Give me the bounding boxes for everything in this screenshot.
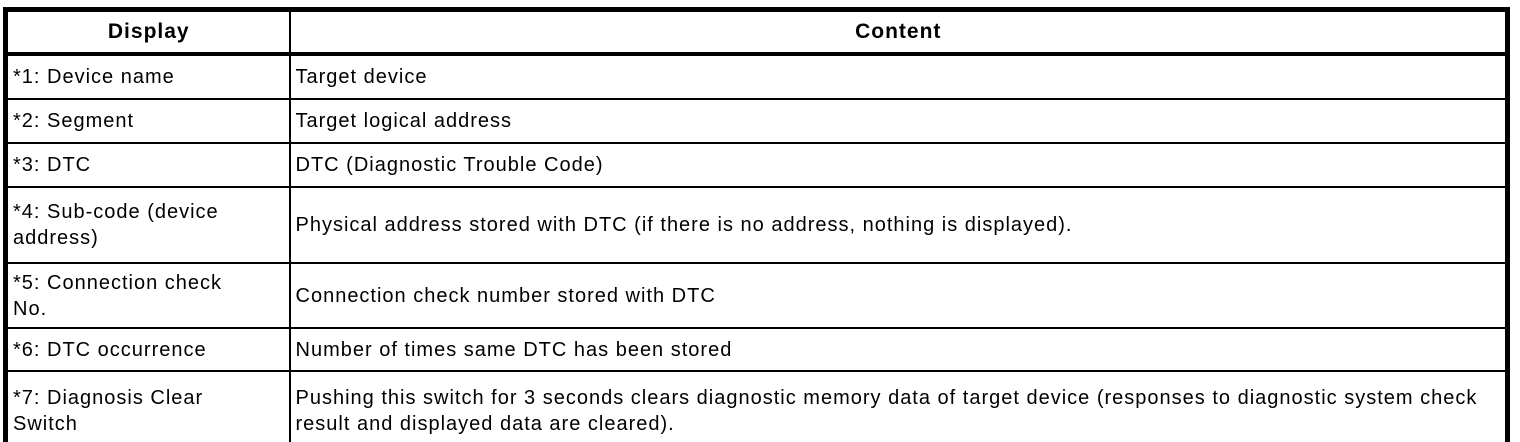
content-value: Connection check number stored with DTC (295, 284, 716, 307)
table-row: *6: DTC occurrence Number of times same … (4, 327, 1509, 372)
display-cell: *4: Sub-code (device address) (4, 186, 291, 264)
content-cell: Number of times same DTC has been stored (288, 327, 1509, 372)
display-cell: *5: Connection check No. (4, 262, 291, 329)
content-cell: DTC (Diagnostic Trouble Code) (288, 142, 1509, 188)
display-label: *4: Sub-code (device address) (13, 201, 219, 249)
table-row: *4: Sub-code (device address) Physical a… (4, 186, 1509, 264)
display-cell: *1: Device name (4, 53, 291, 100)
content-value: Target logical address (295, 110, 513, 132)
display-cell: *3: DTC (4, 142, 291, 188)
display-label: *7: Diagnosis Clear Switch (13, 387, 204, 435)
column-header-content: Content (288, 8, 1509, 56)
display-label: *2: Segment (13, 110, 135, 132)
table-row: *2: Segment Target logical address (4, 98, 1509, 144)
display-label: *1: Device name (13, 66, 175, 88)
column-header-display: Display (4, 8, 291, 56)
display-label: *5: Connection check No. (13, 271, 223, 320)
table-row: *5: Connection check No. Connection chec… (4, 262, 1509, 329)
content-value: Physical address stored with DTC (if the… (295, 214, 1073, 236)
content-cell: Pushing this switch for 3 seconds clears… (288, 370, 1509, 442)
display-cell: *7: Diagnosis Clear Switch (4, 370, 291, 442)
display-cell: *6: DTC occurrence (4, 327, 291, 372)
content-value: Number of times same DTC has been stored (295, 338, 733, 361)
content-value: Target device (295, 66, 428, 88)
content-value: DTC (Diagnostic Trouble Code) (295, 154, 604, 176)
table-header-row: Display Content (4, 8, 1509, 56)
display-label: *3: DTC (13, 154, 92, 176)
content-cell: Connection check number stored with DTC (288, 262, 1509, 329)
content-cell: Physical address stored with DTC (if the… (288, 186, 1509, 264)
table-row: *3: DTC DTC (Diagnostic Trouble Code) (4, 142, 1509, 188)
table-row: *1: Device name Target device (4, 53, 1509, 100)
diagnostic-display-table: Display Content *1: Device name Target d… (3, 7, 1510, 442)
content-value: Pushing this switch for 3 seconds clears… (295, 387, 1478, 435)
display-label: *6: DTC occurrence (13, 338, 207, 361)
table-row: *7: Diagnosis Clear Switch Pushing this … (4, 370, 1509, 442)
display-cell: *2: Segment (4, 98, 291, 144)
content-cell: Target device (288, 53, 1509, 100)
content-cell: Target logical address (288, 98, 1509, 144)
